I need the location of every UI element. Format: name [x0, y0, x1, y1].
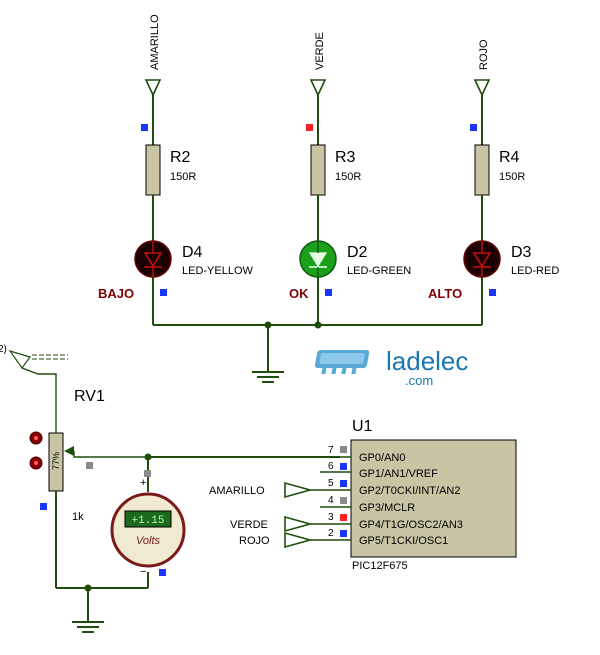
pin-number: 7	[328, 445, 334, 456]
mcu-u1[interactable]	[350, 439, 517, 558]
mcu-part: PIC12F675	[352, 560, 408, 572]
state-marker	[340, 514, 347, 521]
pin-number: 2	[328, 528, 334, 539]
pin-number: 5	[328, 478, 334, 489]
pin-name: GP1/AN1/VREF	[359, 468, 438, 480]
pin-name: GP0/AN0	[359, 452, 405, 464]
terminal-rojo	[473, 79, 491, 97]
pot-value: 1k	[72, 511, 84, 523]
ground-icon	[252, 371, 284, 383]
pin-name: GP2/T0CKI/INT/AN2	[359, 485, 460, 497]
resistor-r3[interactable]	[310, 144, 326, 196]
led-ref: D3	[511, 244, 532, 261]
ladelec-logo: ladelec .com	[314, 346, 468, 388]
led-d2[interactable]	[299, 240, 337, 278]
resistor-value: 150R	[335, 171, 361, 183]
state-marker	[40, 503, 47, 510]
input-terminal-icon	[284, 515, 313, 533]
state-marker	[340, 463, 347, 470]
resistor-ref: R4	[499, 149, 520, 166]
pin-name: GP5/T1CKI/OSC1	[359, 535, 448, 547]
input-label-rojo: ROJO	[239, 535, 270, 547]
state-marker	[340, 530, 347, 537]
state-marker	[86, 462, 93, 469]
input-label-amarillo: AMARILLO	[209, 485, 265, 497]
led-type: LED-RED	[511, 265, 559, 277]
resistor-r4[interactable]	[474, 144, 490, 196]
state-marker	[159, 569, 166, 576]
voltmeter[interactable]: +1.15 Volts	[110, 492, 186, 568]
state-marker	[340, 497, 347, 504]
pot-increase-button[interactable]	[29, 431, 43, 445]
net-label-verde: VERDE	[314, 32, 326, 70]
state-marker	[144, 470, 151, 477]
terminal-amarillo	[144, 79, 162, 97]
input-label-verde: VERDE	[230, 519, 268, 531]
voltmeter-plus: +	[140, 477, 146, 489]
voltmeter-reading: +1.15	[131, 515, 164, 527]
logo-brand: ladelec	[386, 346, 468, 376]
resistor-value: 150R	[170, 171, 196, 183]
state-marker	[470, 124, 477, 131]
state-marker	[325, 289, 332, 296]
pin-name: GP4/T1G/OSC2/AN3	[359, 519, 463, 531]
led-type: LED-GREEN	[347, 265, 411, 277]
logo-suffix: .com	[405, 373, 433, 388]
state-marker	[141, 124, 148, 131]
status-label-ok: OK	[289, 286, 309, 301]
resistor-value: 150R	[499, 171, 525, 183]
pot-ref: RV1	[74, 388, 105, 405]
resistor-ref: R3	[335, 149, 356, 166]
pot-decrease-button[interactable]	[29, 456, 43, 470]
led-d3[interactable]	[463, 240, 501, 278]
input-terminal-icon	[284, 481, 313, 499]
terminal-verde	[309, 79, 327, 97]
led-ref: D4	[182, 244, 203, 261]
pin-number: 3	[328, 512, 334, 523]
voltmeter-unit: Volts	[136, 535, 161, 547]
net-label-amarillo: AMARILLO	[149, 14, 161, 70]
state-marker	[489, 289, 496, 296]
net-label-rojo: ROJO	[478, 39, 490, 70]
voltmeter-minus: −	[140, 566, 146, 578]
resistor-ref: R2	[170, 149, 191, 166]
pot-connection-label: 2)	[0, 344, 7, 355]
pot-percent: 77%	[51, 452, 61, 470]
wiper-arrow-icon	[64, 446, 148, 458]
pin-number: 6	[328, 461, 334, 472]
ground-icon	[72, 621, 104, 633]
voltmeter-display	[124, 510, 172, 528]
status-label-bajo: BAJO	[98, 286, 134, 301]
supply-terminal-icon	[8, 349, 68, 370]
state-marker	[340, 446, 347, 453]
mcu-ref: U1	[352, 418, 373, 435]
pin-name: GP3/MCLR	[359, 502, 415, 514]
pin-number: 4	[328, 495, 334, 506]
led-ref: D2	[347, 244, 368, 261]
input-terminal-icon	[284, 531, 313, 549]
state-marker	[340, 480, 347, 487]
state-marker	[160, 289, 167, 296]
resistor-r2[interactable]	[145, 144, 161, 196]
state-marker	[306, 124, 313, 131]
led-type: LED-YELLOW	[182, 265, 254, 277]
status-label-alto: ALTO	[428, 286, 462, 301]
led-d4[interactable]	[134, 240, 172, 278]
